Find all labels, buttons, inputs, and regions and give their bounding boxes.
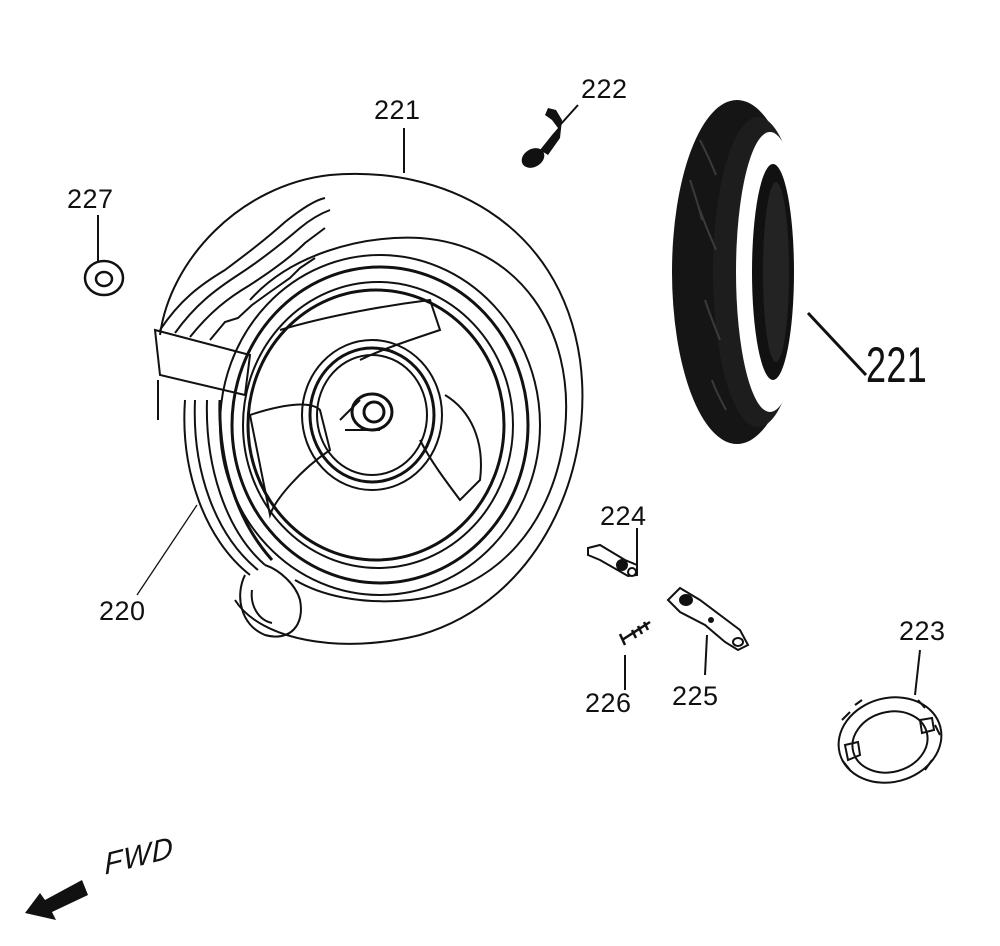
- callout-222: 222: [581, 74, 628, 104]
- leader-222: [559, 104, 579, 126]
- wheel-assembly-drawing: [153, 172, 584, 645]
- brake-arm-225: [666, 586, 750, 652]
- callout-226: 226: [585, 688, 632, 718]
- leader-221-photo: [806, 311, 868, 377]
- callout-221-drawing: 221: [374, 95, 421, 125]
- callout-225: 225: [672, 681, 719, 711]
- tire-photo-221: [672, 100, 804, 444]
- leader-lines: [97, 104, 921, 696]
- axle-nut-227: [83, 259, 125, 297]
- cam-part-224: [587, 543, 638, 578]
- callout-227: 227: [67, 184, 114, 214]
- leader-220: [136, 504, 198, 596]
- callout-224: 224: [600, 501, 647, 531]
- arrow-left-down-icon: [25, 880, 88, 920]
- brake-shoe-set-223: [837, 696, 943, 784]
- bolt-226: [618, 620, 651, 646]
- leader-225: [704, 634, 708, 676]
- callout-223: 223: [899, 616, 946, 646]
- valve-222: [521, 108, 562, 168]
- leader-223: [914, 649, 921, 696]
- callout-221-photo: 221: [866, 337, 928, 393]
- callout-220: 220: [99, 596, 146, 626]
